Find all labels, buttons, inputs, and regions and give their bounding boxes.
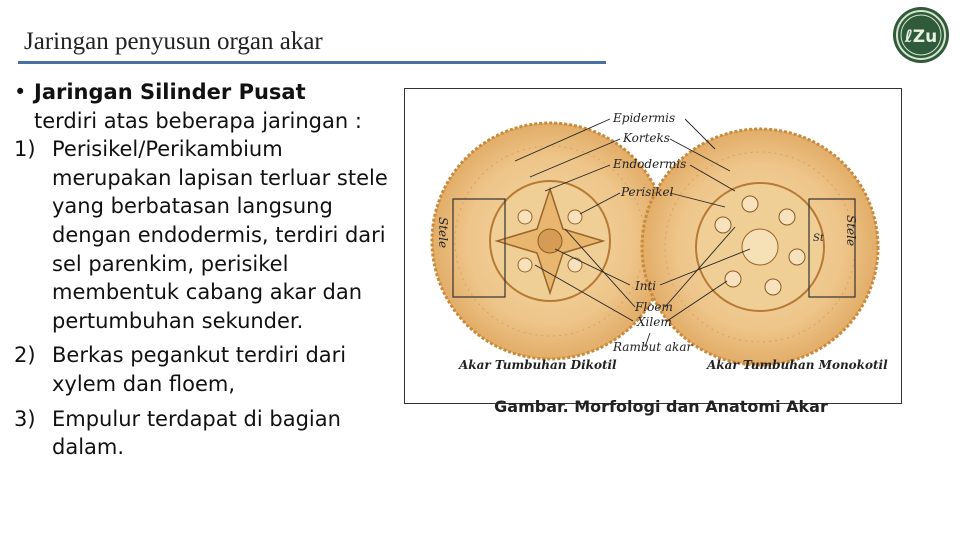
list-item: 3) Empulur terdapat di bagian dalam. bbox=[14, 405, 394, 462]
root-anatomy-figure: Epidermis Korteks Endodermis Perisikel I… bbox=[404, 88, 902, 404]
label-rambut-akar: Rambut akar bbox=[612, 340, 693, 354]
label-monokotil: Akar Tumbuhan Monokotil bbox=[706, 358, 888, 372]
list-number: 2) bbox=[14, 343, 36, 368]
list-number: 1) bbox=[14, 137, 36, 162]
dicot-root-section bbox=[430, 121, 670, 361]
bullet-heading: Jaringan Silinder Pusat bbox=[34, 80, 306, 104]
label-perisikel: Perisikel bbox=[620, 185, 674, 199]
label-epidermis: Epidermis bbox=[612, 111, 675, 125]
list-text: Empulur terdapat di bagian dalam. bbox=[52, 406, 341, 460]
bullet-text: terdiri atas beberapa jaringan : bbox=[34, 108, 362, 133]
list-item: 2) Berkas pegankut terdiri dari xylem da… bbox=[14, 341, 394, 398]
label-korteks: Korteks bbox=[622, 131, 670, 145]
list-text: Perisikel/Perikambium merupakan lapisan … bbox=[52, 137, 388, 333]
title-underline bbox=[18, 61, 606, 64]
label-stele-right: Stele bbox=[844, 215, 858, 246]
label-xilem: Xilem bbox=[636, 315, 672, 329]
list-item: 1) Perisikel/Perikambium merupakan lapis… bbox=[14, 135, 394, 335]
institution-logo-icon: ℓZu bbox=[893, 7, 949, 63]
stele-bracket-left bbox=[452, 198, 506, 298]
figure-caption: Gambar. Morfologi dan Anatomi Akar bbox=[494, 397, 828, 416]
body-text: • Jaringan Silinder Pusat terdiri atas b… bbox=[14, 78, 394, 462]
label-stele-left: Stele bbox=[436, 217, 450, 248]
root-cross-section-illustration: Epidermis Korteks Endodermis Perisikel I… bbox=[430, 111, 888, 372]
label-dikotil: Akar Tumbuhan Dikotil bbox=[458, 358, 617, 372]
slide-title: Jaringan penyusun organ akar bbox=[24, 28, 323, 55]
label-endodermis: Endodermis bbox=[612, 157, 686, 171]
label-inti: Inti bbox=[634, 279, 656, 293]
bullet-item: • Jaringan Silinder Pusat terdiri atas b… bbox=[14, 78, 394, 135]
logo-label: ℓZu bbox=[904, 27, 937, 47]
list-number: 3) bbox=[14, 406, 36, 431]
label-st-fragment: St bbox=[813, 233, 825, 244]
bullet-mark: • bbox=[14, 80, 27, 104]
list-text: Berkas pegankut terdiri dari xylem dan f… bbox=[52, 343, 347, 396]
stele-bracket-right bbox=[808, 198, 856, 298]
label-floem: Floem bbox=[634, 300, 673, 314]
